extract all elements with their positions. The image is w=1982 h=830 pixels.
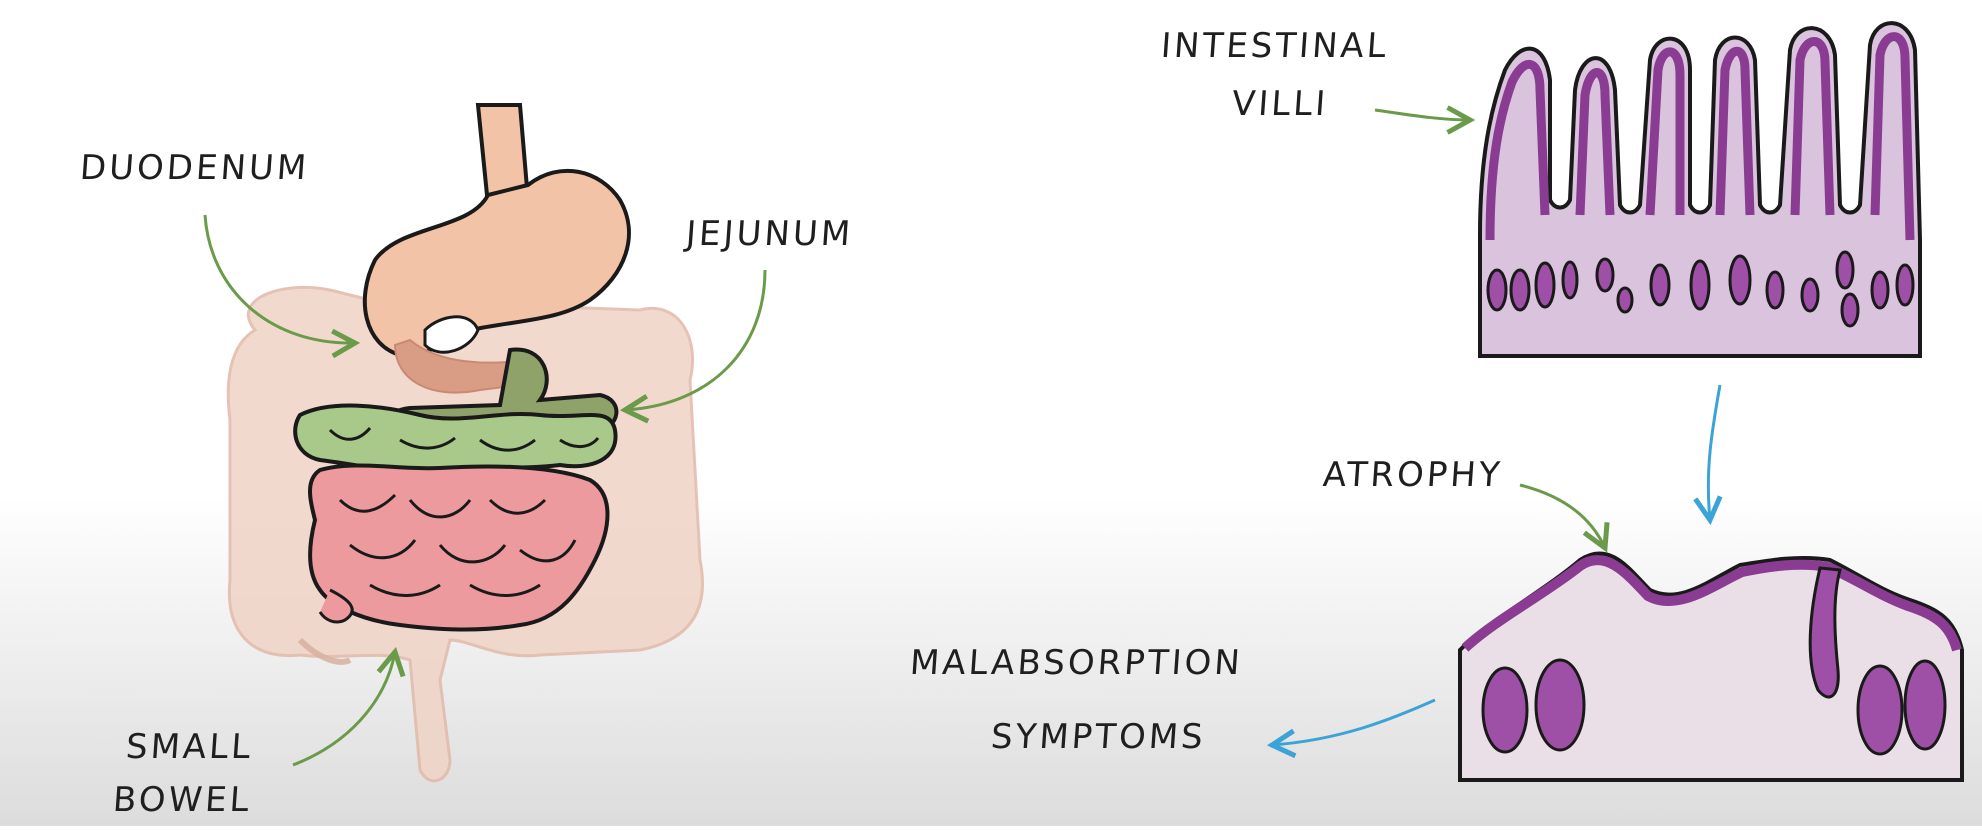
cell [1842, 294, 1858, 326]
cell [1872, 272, 1888, 308]
digestive-system-illustration [205, 105, 765, 781]
cell [1691, 261, 1709, 309]
transition-arrow [1708, 385, 1720, 520]
malabsorption-arrow [1272, 700, 1435, 745]
intestinal-villi-label-line1: INTESTINAL [1160, 26, 1391, 66]
intestinal-villi-label-line2: VILLI [1231, 84, 1330, 124]
cell [1837, 252, 1853, 288]
small-bowel-label-line1: SMALL [125, 727, 255, 767]
cell [1651, 265, 1669, 305]
cell [1897, 265, 1913, 305]
cell [1536, 263, 1554, 307]
cell [1563, 262, 1577, 298]
intestinal-villi-illustration [1480, 23, 1920, 356]
cell [1802, 279, 1818, 311]
cell [1536, 660, 1584, 750]
atrophy-arrow [1520, 485, 1605, 548]
malabsorption-label-line2: SYMPTOMS [990, 717, 1207, 757]
cell [1618, 288, 1632, 312]
cell [1905, 661, 1945, 749]
cell [1858, 666, 1902, 754]
cell [1597, 259, 1613, 291]
cell [1483, 668, 1527, 752]
atrophy-fold [1810, 568, 1840, 697]
villi-arrow [1375, 110, 1470, 120]
duodenum-label: DUODENUM [79, 148, 311, 188]
atrophied-villi-illustration [1460, 553, 1962, 780]
small-bowel-label-line2: BOWEL [112, 780, 253, 820]
cell [1488, 270, 1506, 310]
atrophy-label: ATROPHY [1322, 455, 1504, 495]
jejunum-label: JEJUNUM [685, 214, 855, 254]
cell [1730, 256, 1750, 304]
small-bowel-arrow [293, 652, 395, 765]
cell [1767, 272, 1783, 308]
cell [1511, 270, 1529, 310]
malabsorption-label-line1: MALABSORPTION [909, 643, 1245, 683]
